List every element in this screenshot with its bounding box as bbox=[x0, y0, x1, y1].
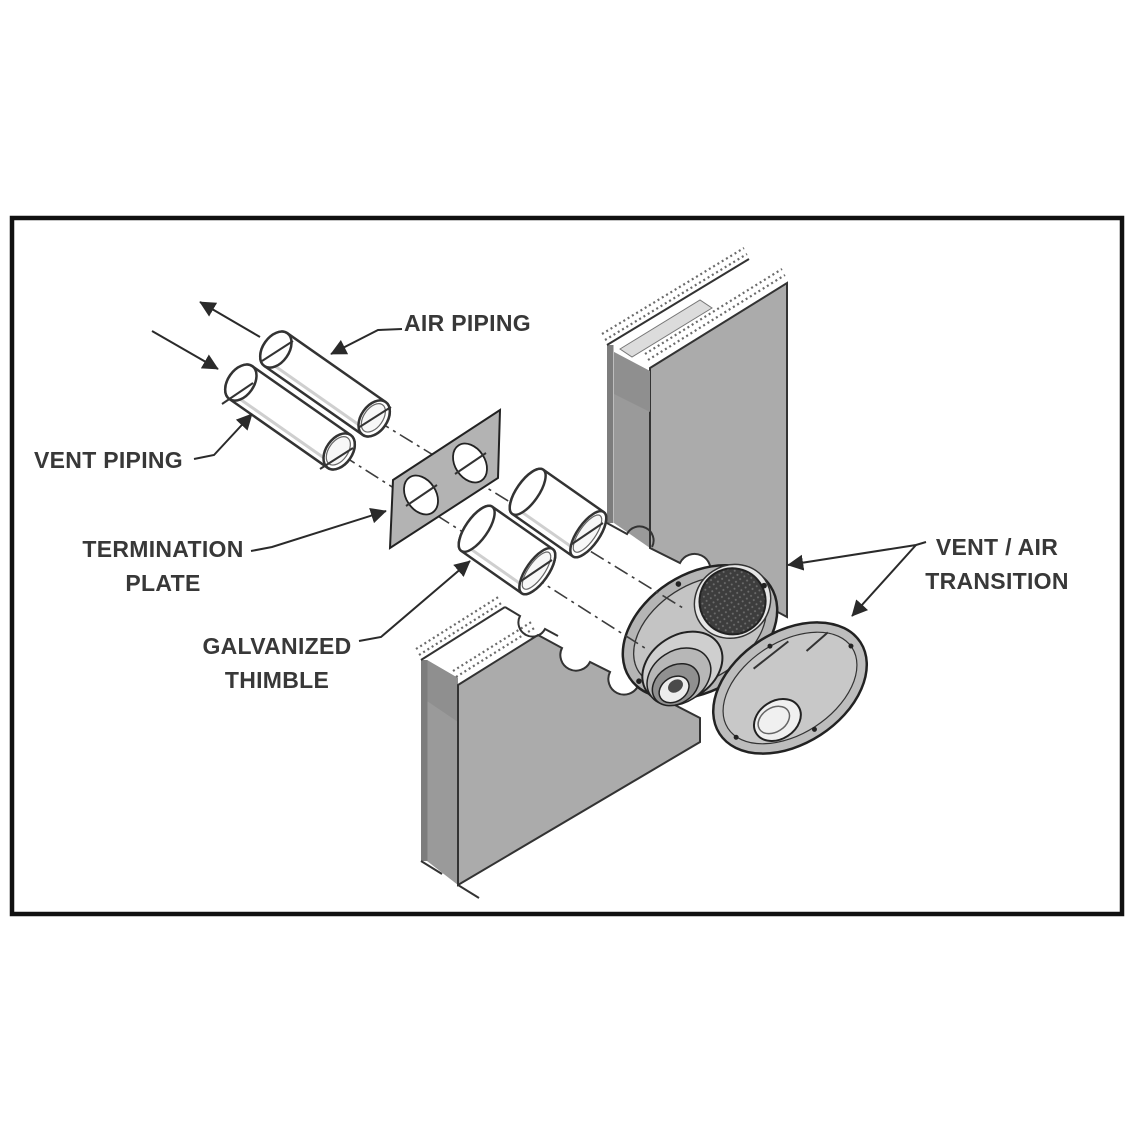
leader-lines bbox=[193, 328, 927, 642]
galvanized-thimble-label-line2: THIMBLE bbox=[224, 667, 330, 693]
galvanized-thimble-label-line1: GALVANIZED bbox=[202, 633, 352, 659]
termination-plate-leader bbox=[250, 507, 387, 552]
vent-air-transition-label-line1: VENT / AIR bbox=[935, 534, 1059, 560]
termination-plate-label-line2: PLATE bbox=[125, 570, 201, 596]
wall-upper-section bbox=[601, 247, 788, 619]
vent-air-transition-label: VENT / AIR TRANSITION bbox=[906, 530, 1088, 598]
termination-plate-label: TERMINATION PLATE bbox=[58, 532, 268, 600]
cover-vent-hole bbox=[753, 698, 802, 742]
vent-piping-leader bbox=[193, 413, 253, 460]
transition-leader-b bbox=[851, 544, 917, 617]
wall-lower-face bbox=[457, 633, 701, 887]
transition-vent-screen bbox=[698, 567, 767, 636]
wall-top-connector bbox=[619, 299, 713, 358]
figure-frame bbox=[9, 215, 1125, 917]
flow-arrow-out bbox=[199, 301, 261, 338]
thimble-air bbox=[508, 467, 608, 559]
galvanized-thimble-label: GALVANIZED THIMBLE bbox=[172, 629, 382, 697]
wall-upper-near-edge bbox=[607, 345, 614, 523]
wall-lower-section bbox=[415, 595, 701, 899]
air-piping-label: AIR PIPING bbox=[404, 310, 531, 336]
termination-plate-label-line1: TERMINATION bbox=[82, 536, 244, 562]
vent-air-transition-label-line2: TRANSITION bbox=[925, 568, 1069, 594]
vent-air-transition-cover bbox=[711, 621, 869, 755]
galvanized-thimble-leader bbox=[358, 560, 471, 642]
wall-lower-near-edge bbox=[421, 660, 428, 861]
section-strokes bbox=[221, 340, 604, 582]
vent-pipe bbox=[223, 363, 357, 471]
flow-arrow-in bbox=[151, 330, 219, 370]
flow-arrows bbox=[151, 301, 261, 370]
air-pipe bbox=[258, 330, 392, 438]
air-piping-leader bbox=[330, 328, 403, 355]
vent-piping-label: VENT PIPING bbox=[34, 447, 183, 473]
vent-air-transition-flange bbox=[621, 563, 779, 707]
